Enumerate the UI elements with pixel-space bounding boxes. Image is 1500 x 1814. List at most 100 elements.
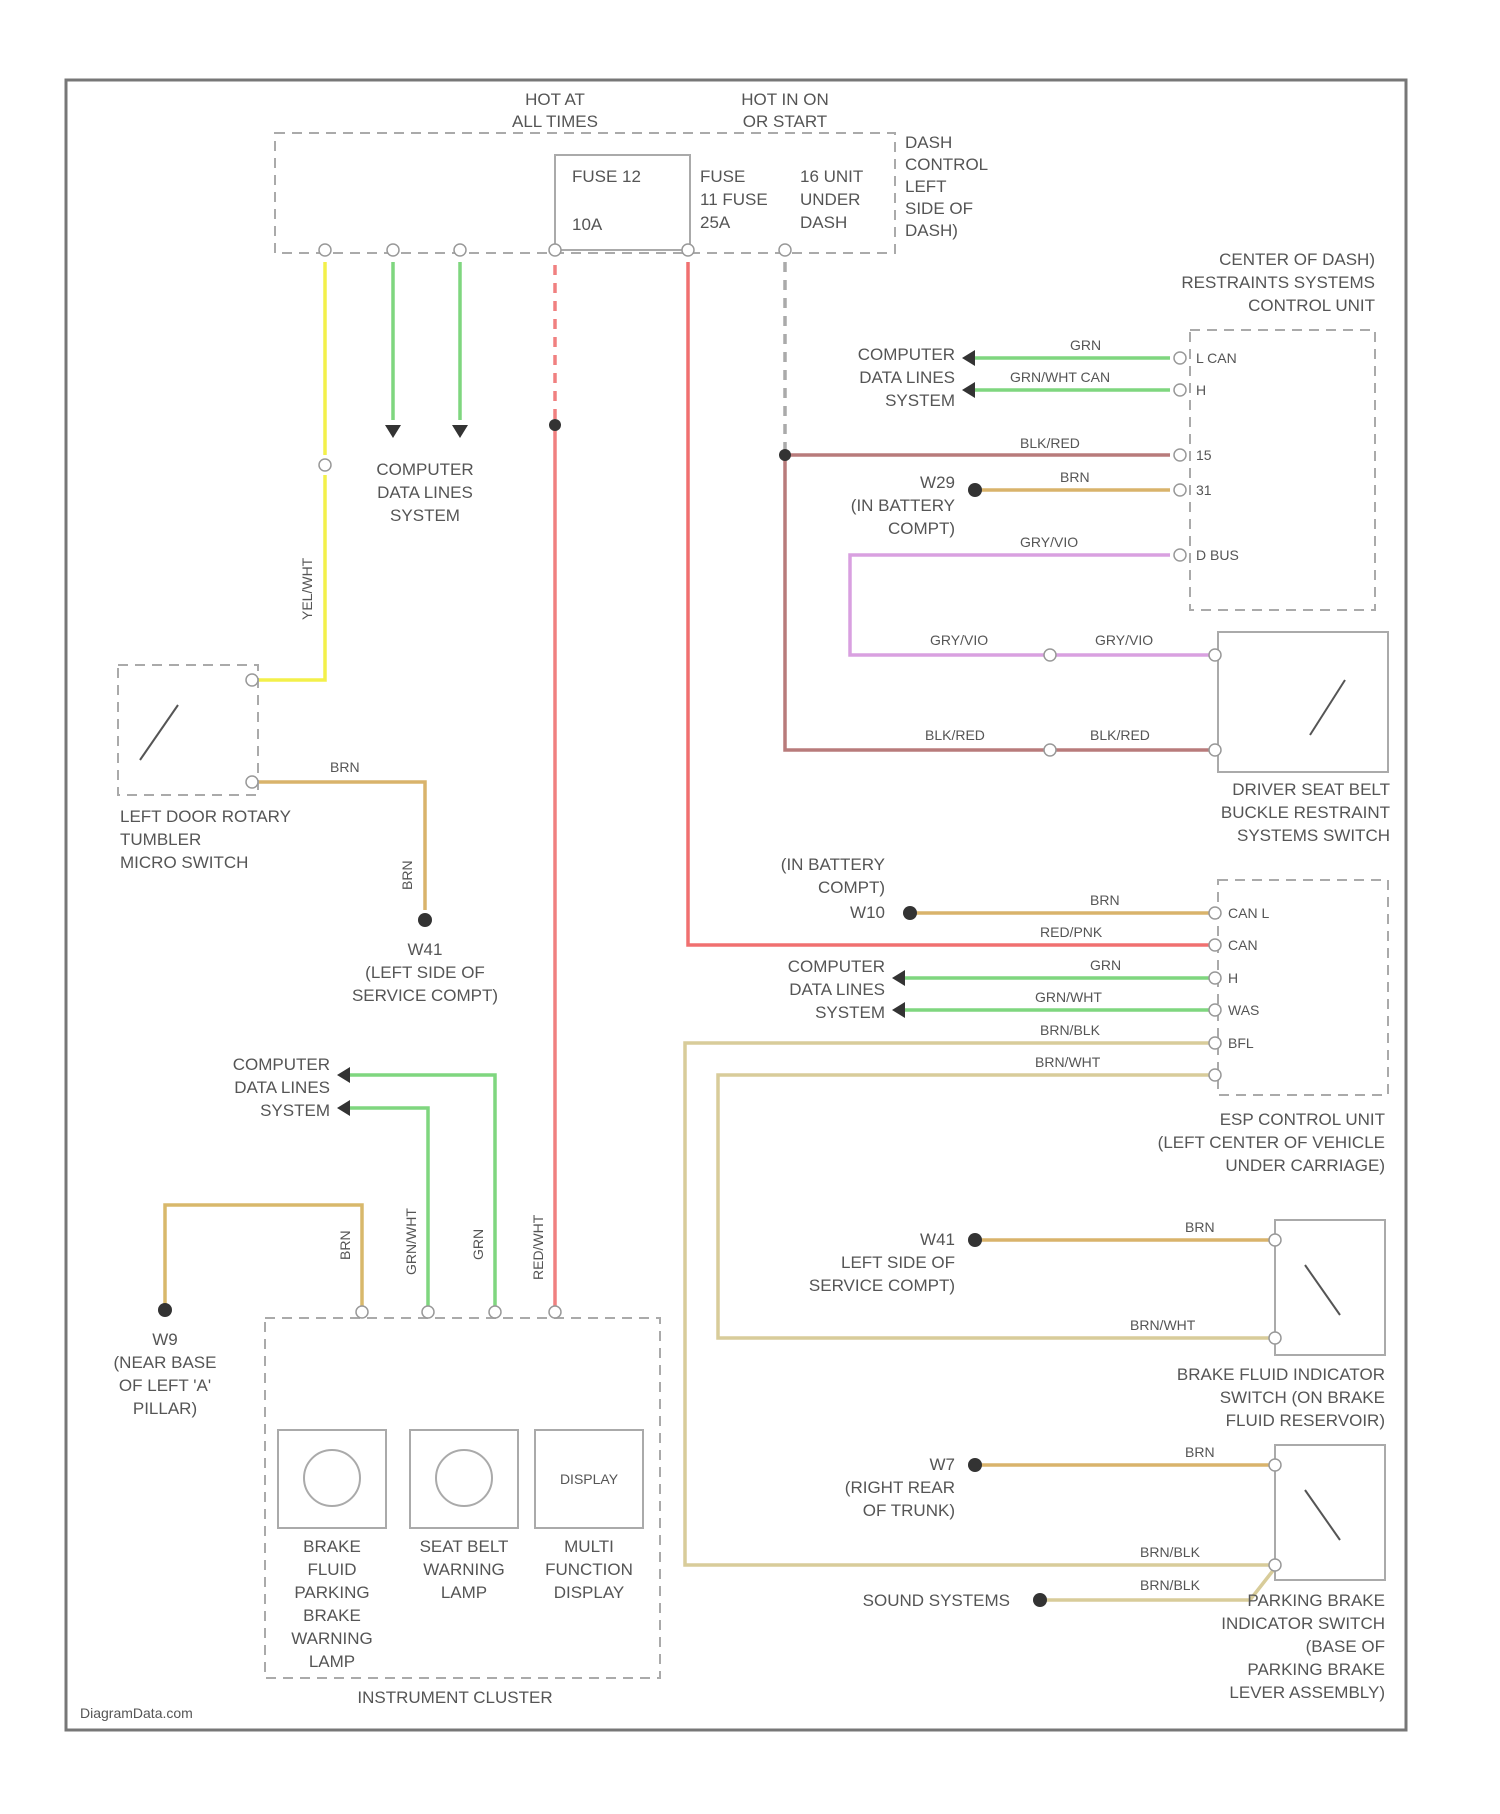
parking-brake-switch-contact bbox=[1305, 1490, 1340, 1540]
fuse11-l3: 25A bbox=[700, 213, 731, 232]
footer-watermark: DiagramData.com bbox=[80, 1705, 193, 1721]
restraint-pin-h: H bbox=[1196, 382, 1206, 398]
seat-label-l2: BUCKLE RESTRAINT bbox=[1221, 803, 1390, 822]
park-label-l5: LEVER ASSEMBLY) bbox=[1229, 1683, 1385, 1702]
restraint-cdl-l2: DATA LINES bbox=[859, 368, 955, 387]
door-ground-l3: SERVICE COMPT) bbox=[352, 986, 498, 1005]
lamp1-l6: LAMP bbox=[309, 1652, 355, 1671]
brake-fluid-switch-box bbox=[1275, 1220, 1385, 1355]
door-wire-brn: BRN bbox=[330, 759, 360, 775]
lamp1-l2: FLUID bbox=[307, 1560, 356, 1579]
mfd-l1: MULTI bbox=[564, 1537, 614, 1556]
restraint-ground-l2: (IN BATTERY bbox=[851, 496, 955, 515]
hot-all-times-l1: HOT AT bbox=[525, 90, 585, 109]
mfd-l2: FUNCTION bbox=[545, 1560, 633, 1579]
diagram-frame bbox=[66, 80, 1406, 1730]
park-wire-brn-blk-1: BRN/BLK bbox=[1140, 1544, 1201, 1560]
park-ground-l2: (RIGHT REAR bbox=[845, 1478, 955, 1497]
seat-label-l3: SYSTEMS SWITCH bbox=[1237, 826, 1390, 845]
esp-pin-was: WAS bbox=[1228, 1002, 1259, 1018]
esp-ground-l3: W10 bbox=[850, 903, 885, 922]
fuse11-l2: 11 FUSE bbox=[700, 190, 768, 209]
esp-pin-bfl: BFL bbox=[1228, 1035, 1254, 1051]
dash-control-l5: DASH) bbox=[905, 221, 958, 240]
brake-wire-brn-wht: BRN/WHT bbox=[1130, 1317, 1196, 1333]
restraint-title-l1: CENTER OF DASH) bbox=[1219, 250, 1375, 269]
cluster-wire-grn: GRN bbox=[470, 1229, 486, 1260]
brake-label-l1: BRAKE FLUID INDICATOR bbox=[1177, 1365, 1385, 1384]
seat-belt-switch-box bbox=[1218, 632, 1388, 772]
fuse-unit-l1: 16 UNIT bbox=[800, 167, 863, 186]
esp-wire-red-pnk: RED/PNK bbox=[1040, 924, 1103, 940]
cluster-wire-brn: BRN bbox=[337, 1230, 353, 1260]
door-ground-l1: W41 bbox=[408, 940, 443, 959]
lamp1-box bbox=[278, 1430, 386, 1528]
restraint-pin-31: 31 bbox=[1196, 482, 1212, 498]
seat-wire-blk-red-2: BLK/RED bbox=[1090, 727, 1150, 743]
cdl-top-l3: SYSTEM bbox=[390, 506, 460, 525]
wire-red-pnk bbox=[688, 262, 1220, 945]
park-wire-brn-blk-2: BRN/BLK bbox=[1140, 1577, 1201, 1593]
door-label-l2: TUMBLER bbox=[120, 830, 201, 849]
wire-cluster-grn bbox=[350, 1075, 495, 1310]
hot-in-on-l2: OR START bbox=[743, 112, 827, 131]
brake-ground-l3: SERVICE COMPT) bbox=[809, 1276, 955, 1295]
brake-fluid-switch-contact bbox=[1305, 1265, 1340, 1315]
restraint-pin-dbus: D BUS bbox=[1196, 547, 1239, 563]
cluster-ground-l3: OF LEFT 'A' bbox=[119, 1376, 211, 1395]
parking-brake-switch-box bbox=[1275, 1445, 1385, 1580]
sound-systems: SOUND SYSTEMS bbox=[863, 1591, 1010, 1610]
connector-pins bbox=[246, 244, 1281, 1571]
brake-label-l2: SWITCH (ON BRAKE bbox=[1220, 1388, 1385, 1407]
restraint-pin-lcan: L CAN bbox=[1196, 350, 1237, 366]
lamp2-box bbox=[410, 1430, 518, 1528]
door-wire-brn-2: BRN bbox=[399, 860, 415, 890]
restraint-wire-brn: BRN bbox=[1060, 469, 1090, 485]
park-label-l4: PARKING BRAKE bbox=[1247, 1660, 1385, 1679]
lamp2-l3: LAMP bbox=[441, 1583, 487, 1602]
cluster-ground-l1: W9 bbox=[152, 1330, 178, 1349]
lamp1-l4: BRAKE bbox=[303, 1606, 361, 1625]
cdl-top-l2: DATA LINES bbox=[377, 483, 473, 502]
brake-ground-l1: W41 bbox=[920, 1230, 955, 1249]
fuse12-label: FUSE 12 bbox=[572, 167, 641, 186]
esp-cdl-l3: SYSTEM bbox=[815, 1003, 885, 1022]
door-label-l1: LEFT DOOR ROTARY bbox=[120, 807, 291, 826]
esp-wire-brn-wht: BRN/WHT bbox=[1035, 1054, 1101, 1070]
restraint-cdl-l1: COMPUTER bbox=[858, 345, 955, 364]
door-label-l3: MICRO SWITCH bbox=[120, 853, 248, 872]
esp-wire-grn-wht: GRN/WHT bbox=[1035, 989, 1102, 1005]
wire-brn-blk bbox=[685, 1043, 1275, 1565]
restraint-unit-box bbox=[1190, 330, 1375, 610]
wire-brn-wht bbox=[718, 1075, 1275, 1338]
wire-cluster-brn bbox=[165, 1205, 362, 1310]
cluster-cdl-l1: COMPUTER bbox=[233, 1055, 330, 1074]
mfd-l3: DISPLAY bbox=[554, 1583, 625, 1602]
restraint-wire-grn-wht: GRN/WHT CAN bbox=[1010, 369, 1110, 385]
esp-wire-brn: BRN bbox=[1090, 892, 1120, 908]
park-wire-brn: BRN bbox=[1185, 1444, 1215, 1460]
cluster-wire-grn-wht: GRN/WHT bbox=[403, 1208, 419, 1275]
seat-wire-gry-vio-1: GRY/VIO bbox=[930, 632, 988, 648]
restraint-wire-blk-red: BLK/RED bbox=[1020, 435, 1080, 451]
lamp1-l3: PARKING bbox=[294, 1583, 369, 1602]
restraint-cdl-l3: SYSTEM bbox=[885, 391, 955, 410]
restraint-ground-l3: COMPT) bbox=[888, 519, 955, 538]
door-ground-l2: (LEFT SIDE OF bbox=[365, 963, 485, 982]
esp-pin-h: H bbox=[1228, 970, 1238, 986]
door-wire-yel-wht: YEL/WHT bbox=[299, 557, 315, 620]
dash-control-l3: LEFT bbox=[905, 177, 947, 196]
seat-label-l1: DRIVER SEAT BELT bbox=[1232, 780, 1390, 799]
park-label-l2: INDICATOR SWITCH bbox=[1221, 1614, 1385, 1633]
park-ground-l3: OF TRUNK) bbox=[863, 1501, 955, 1520]
park-label-l1: PARKING BRAKE bbox=[1247, 1591, 1385, 1610]
restraint-ground-l1: W29 bbox=[920, 473, 955, 492]
esp-wire-brn-blk: BRN/BLK bbox=[1040, 1022, 1101, 1038]
esp-label-l3: UNDER CARRIAGE) bbox=[1225, 1156, 1385, 1175]
restraint-wire-grn: GRN bbox=[1070, 337, 1101, 353]
lamp2-l2: WARNING bbox=[423, 1560, 505, 1579]
restraint-title-l2: RESTRAINTS SYSTEMS bbox=[1181, 273, 1375, 292]
wire-gry-vio bbox=[850, 555, 1220, 655]
hot-in-on-l1: HOT IN ON bbox=[741, 90, 829, 109]
